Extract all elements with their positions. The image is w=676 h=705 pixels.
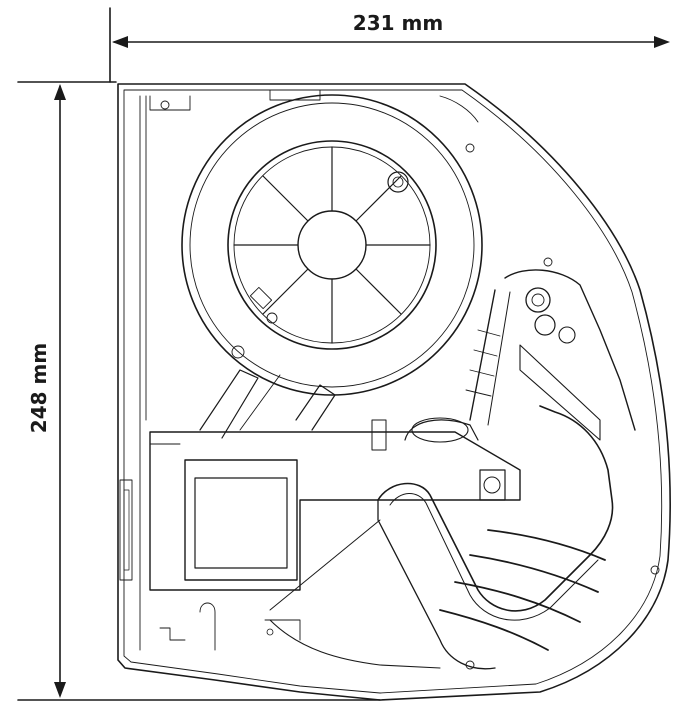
folding-arm xyxy=(465,269,636,441)
lower-frame xyxy=(149,345,521,651)
height-label: 248 mm xyxy=(27,343,51,433)
front-bar xyxy=(269,405,660,670)
width-label: 231 mm xyxy=(353,11,443,35)
roller-drum xyxy=(181,94,483,396)
dimension-height: 248 mm xyxy=(17,81,381,701)
housing-outline xyxy=(117,83,671,701)
dimension-width: 231 mm xyxy=(109,7,670,83)
hinge-mechanism xyxy=(371,417,506,501)
